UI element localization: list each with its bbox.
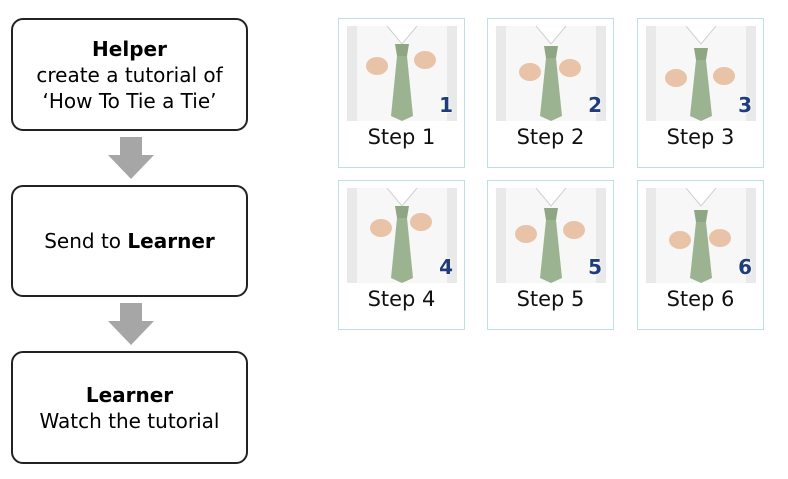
step-label: Step 6 — [666, 287, 735, 311]
step-label: Step 5 — [516, 287, 585, 311]
tie-step-photo: 1 — [347, 26, 457, 121]
tie-step-photo: 4 — [347, 188, 457, 283]
step-label: Step 1 — [367, 125, 436, 149]
step-number: 4 — [439, 255, 453, 279]
learner-subtitle: Watch the tutorial — [39, 408, 220, 433]
step-number: 5 — [588, 255, 602, 279]
send-box: Send to Learner — [11, 185, 248, 297]
send-target: Learner — [127, 229, 215, 253]
send-prefix: Send to — [44, 229, 128, 253]
learner-title: Learner — [85, 382, 174, 407]
step-label: Step 2 — [516, 125, 585, 149]
step-label: Step 3 — [666, 125, 735, 149]
step-number: 6 — [738, 255, 752, 279]
helper-box: Helper create a tutorial of ‘How To Tie … — [11, 18, 248, 131]
helper-line-2: ‘How To Tie a Tie’ — [42, 88, 217, 113]
tie-step-photo: 6 — [646, 188, 756, 283]
tie-step-photo: 3 — [646, 26, 756, 121]
tie-step-photo: 5 — [496, 188, 606, 283]
down-arrow-icon — [108, 137, 154, 179]
step-number: 2 — [588, 93, 602, 117]
step-label: Step 4 — [367, 287, 436, 311]
helper-title: Helper — [92, 36, 167, 61]
helper-line-1: create a tutorial of — [36, 62, 223, 87]
step-number: 1 — [439, 93, 453, 117]
step-number: 3 — [738, 93, 752, 117]
tie-step-photo: 2 — [496, 26, 606, 121]
down-arrow-icon — [108, 303, 154, 345]
learner-box: Learner Watch the tutorial — [11, 351, 248, 464]
